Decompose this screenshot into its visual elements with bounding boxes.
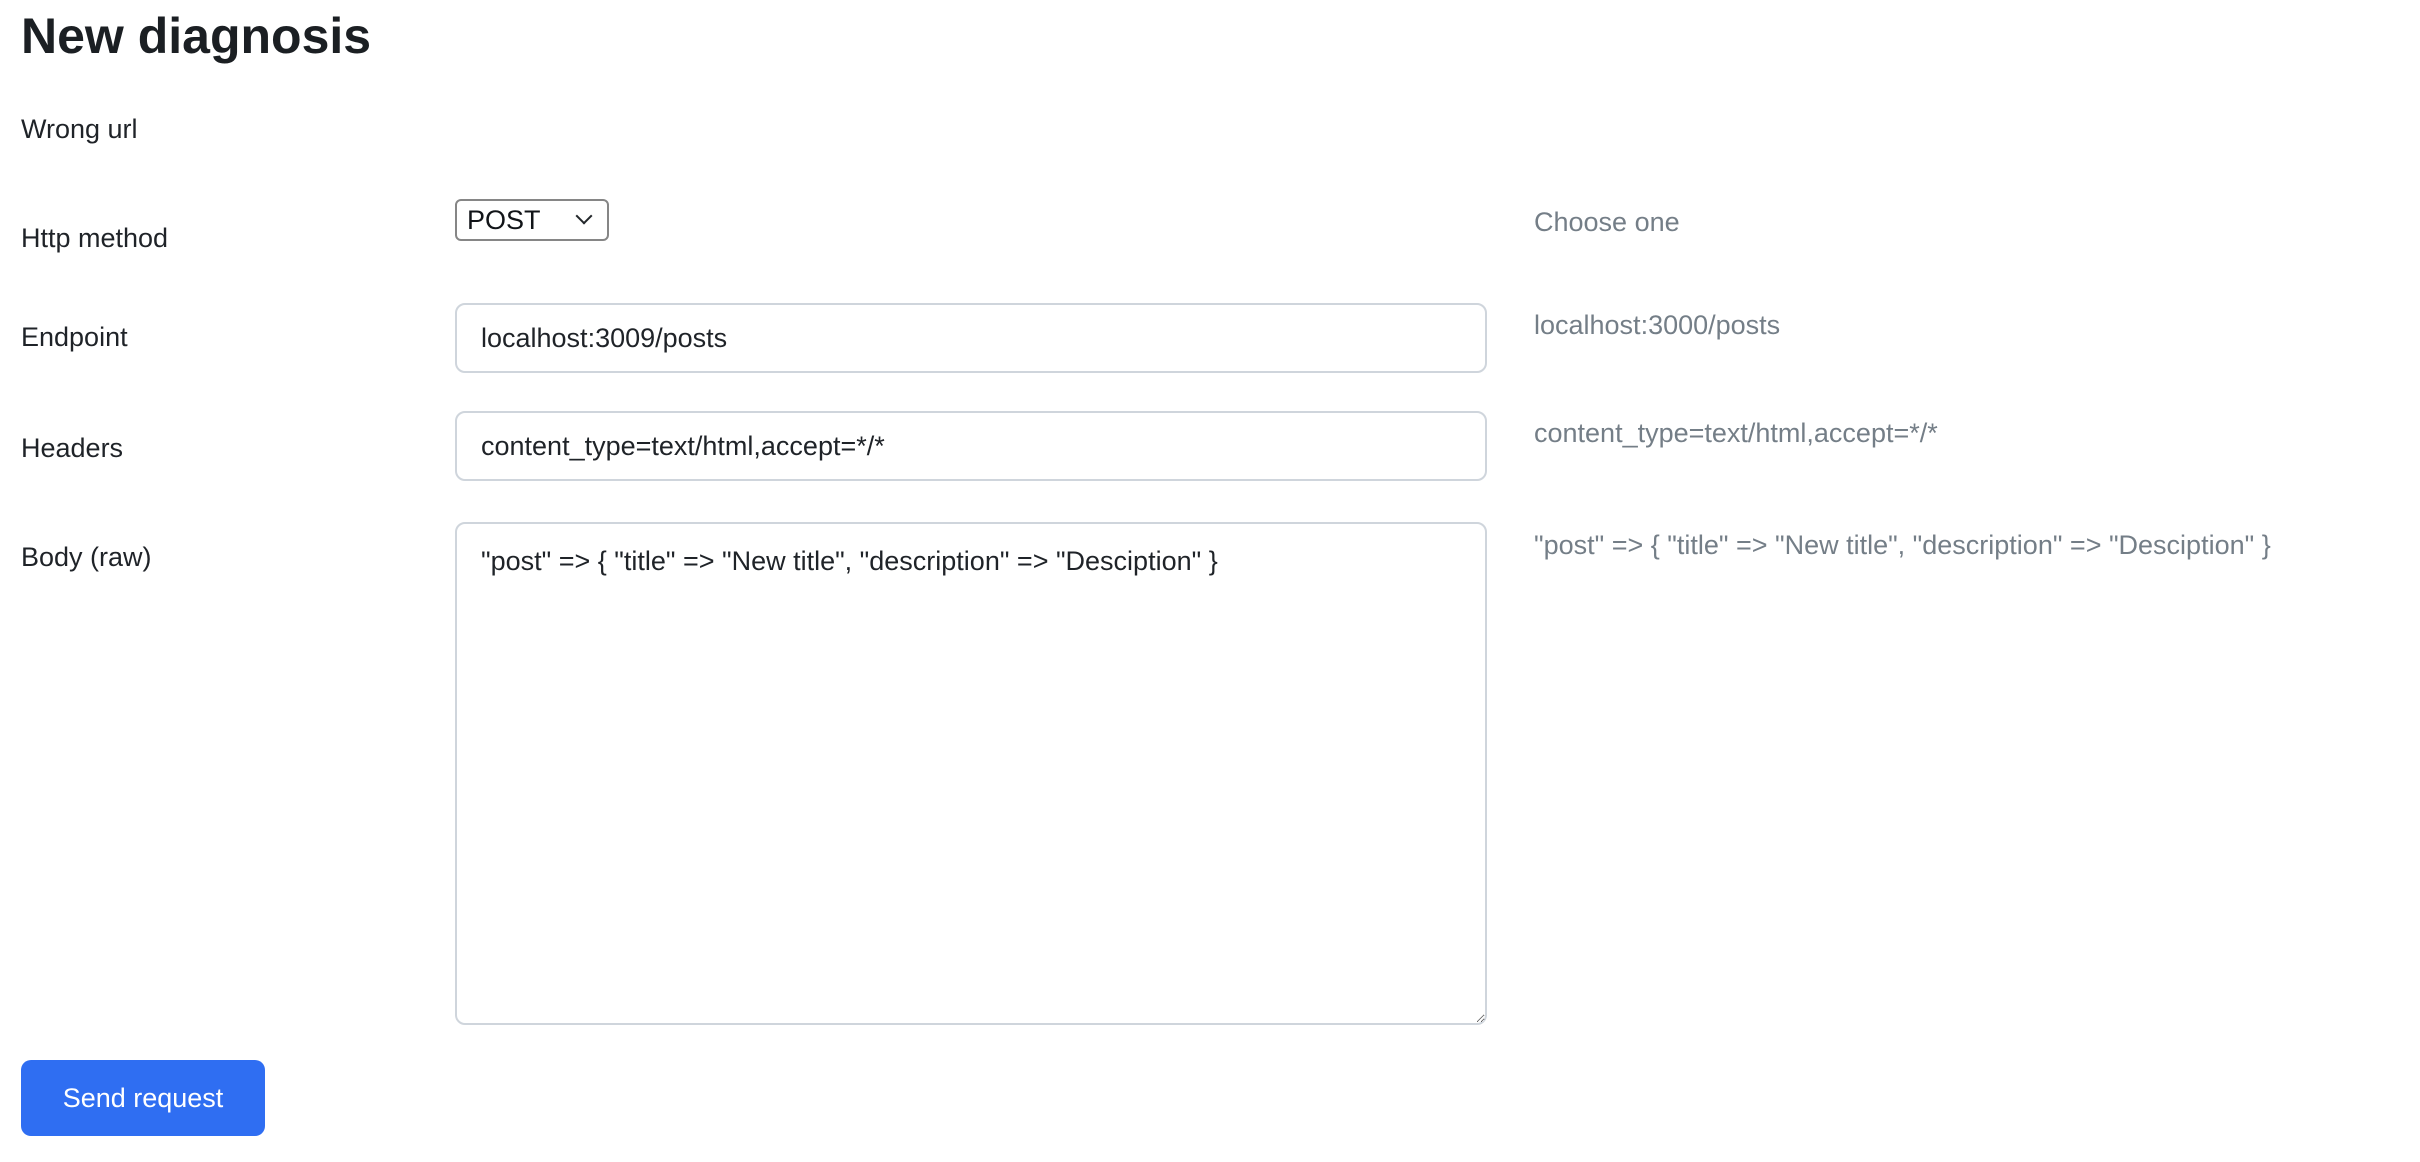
new-diagnosis-page: New diagnosis Wrong url Http method POST… bbox=[21, 8, 2420, 1136]
http-method-select[interactable]: POST bbox=[455, 199, 609, 241]
body-raw-hint: "post" => { "title" => "New title", "des… bbox=[1534, 530, 2271, 560]
endpoint-input[interactable] bbox=[455, 303, 1487, 373]
body-raw-label: Body (raw) bbox=[21, 542, 152, 572]
http-method-label: Http method bbox=[21, 223, 169, 253]
headers-control bbox=[455, 411, 1534, 481]
notice-text: Wrong url bbox=[21, 114, 138, 144]
form-row-http-method: Http method POST Choose one bbox=[21, 199, 2420, 303]
http-method-control: POST bbox=[455, 199, 1534, 241]
form-row-headers: Headers content_type=text/html,accept=*/… bbox=[21, 411, 2420, 522]
send-request-button[interactable]: Send request bbox=[21, 1060, 265, 1136]
form-row-body-raw: Body (raw) "post" => { "title" => "New t… bbox=[21, 522, 2420, 1060]
endpoint-hint: localhost:3000/posts bbox=[1534, 310, 1781, 340]
body-raw-textarea[interactable]: "post" => { "title" => "New title", "des… bbox=[455, 522, 1487, 1025]
body-raw-control: "post" => { "title" => "New title", "des… bbox=[455, 522, 1534, 1025]
headers-label: Headers bbox=[21, 433, 124, 463]
headers-input[interactable] bbox=[455, 411, 1487, 481]
request-form: Http method POST Choose one Endpoint loc… bbox=[21, 199, 2420, 1136]
endpoint-label: Endpoint bbox=[21, 322, 128, 352]
http-method-select-wrap: POST bbox=[455, 199, 609, 241]
page-title: New diagnosis bbox=[21, 8, 372, 64]
endpoint-control bbox=[455, 303, 1534, 373]
headers-hint: content_type=text/html,accept=*/* bbox=[1534, 418, 1938, 448]
http-method-hint: Choose one bbox=[1534, 207, 1680, 237]
form-row-endpoint: Endpoint localhost:3000/posts bbox=[21, 303, 2420, 411]
